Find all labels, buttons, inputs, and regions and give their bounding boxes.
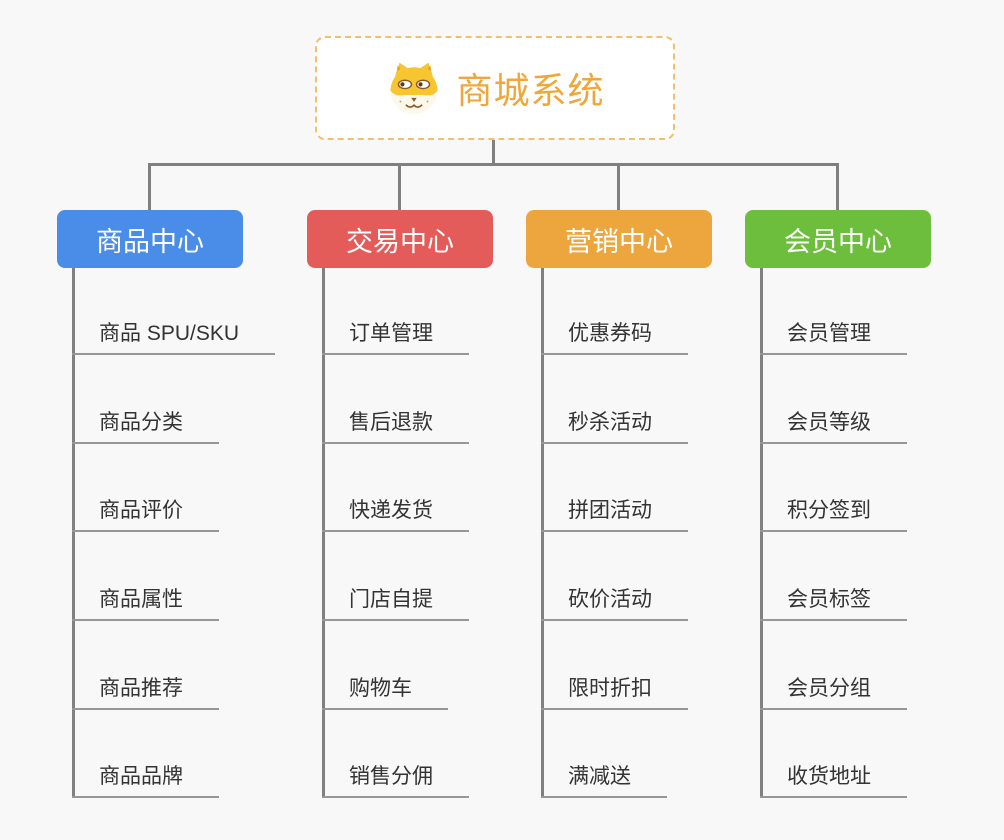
leaf-item[interactable]: 售后退款 — [322, 400, 469, 444]
leaf-item[interactable]: 订单管理 — [322, 311, 469, 355]
connector-drop-trade — [398, 163, 401, 211]
leaf-item[interactable]: 优惠券码 — [541, 311, 688, 355]
leaf-item[interactable]: 满减送 — [541, 754, 667, 798]
leaf-item[interactable]: 快递发货 — [322, 488, 469, 532]
branch-node-member-center[interactable]: 会员中心 — [745, 210, 931, 268]
leaf-item[interactable]: 收货地址 — [760, 754, 907, 798]
leaf-item[interactable]: 商品 SPU/SKU — [72, 311, 276, 355]
root-title: 商城系统 — [456, 70, 605, 111]
connector-horizontal-bar — [148, 163, 839, 166]
leaf-item[interactable]: 商品评价 — [72, 488, 219, 532]
leaf-item[interactable]: 秒杀活动 — [541, 400, 688, 444]
branch-node-trade-center[interactable]: 交易中心 — [307, 210, 493, 268]
connector-drop-member — [836, 163, 839, 211]
branch-trunk-line — [541, 268, 544, 798]
leaf-item[interactable]: 会员标签 — [760, 577, 907, 621]
branch-trunk-line — [322, 268, 325, 798]
leaf-item[interactable]: 购物车 — [322, 666, 448, 710]
leaf-item[interactable]: 会员管理 — [760, 311, 907, 355]
leaf-item[interactable]: 砍价活动 — [541, 577, 688, 621]
leaf-item[interactable]: 积分签到 — [760, 488, 907, 532]
leaf-item[interactable]: 商品品牌 — [72, 754, 219, 798]
dog-face-icon — [385, 60, 443, 116]
branch-trunk-line — [760, 268, 763, 798]
branch-node-product-center[interactable]: 商品中心 — [57, 210, 243, 268]
leaf-item[interactable]: 商品属性 — [72, 577, 219, 621]
leaf-item[interactable]: 会员分组 — [760, 666, 907, 710]
root-node-mall-system[interactable]: 商城系统 — [315, 36, 675, 140]
branch-node-marketing-center[interactable]: 营销中心 — [526, 210, 712, 268]
leaf-item[interactable]: 拼团活动 — [541, 488, 688, 532]
leaf-item[interactable]: 限时折扣 — [541, 666, 688, 710]
leaf-item[interactable]: 会员等级 — [760, 400, 907, 444]
connector-drop-marketing — [617, 163, 620, 211]
leaf-item[interactable]: 销售分佣 — [322, 754, 469, 798]
leaf-item[interactable]: 商品推荐 — [72, 666, 219, 710]
connector-root-trunk — [492, 140, 495, 164]
leaf-item[interactable]: 商品分类 — [72, 400, 219, 444]
branch-trunk-line — [72, 268, 75, 798]
leaf-item[interactable]: 门店自提 — [322, 577, 469, 621]
connector-drop-product — [148, 163, 151, 211]
